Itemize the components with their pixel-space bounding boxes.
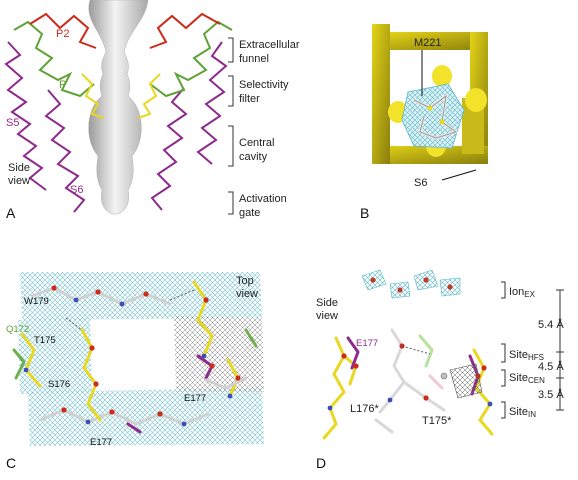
panel-letter-d: D xyxy=(316,455,326,471)
p-loop-left xyxy=(13,20,95,98)
region-bracket-filter: Selectivity filter xyxy=(228,75,289,107)
s6-rod-top xyxy=(386,32,488,50)
distance-cen-in: 3.5 Å xyxy=(538,388,564,401)
label-p: P xyxy=(59,79,66,91)
svg-text:cavity: cavity xyxy=(239,151,268,163)
panel-letter-c: C xyxy=(6,455,16,471)
svg-text:gate: gate xyxy=(239,207,260,219)
filter-right xyxy=(137,73,161,119)
distance-scale xyxy=(556,289,564,411)
label-top-view: Top xyxy=(236,275,254,287)
label-side-view-a: Side xyxy=(8,162,30,174)
panel-b: M221 S6 B xyxy=(360,24,488,221)
filter-left xyxy=(81,73,105,119)
svg-text:Central: Central xyxy=(239,137,274,149)
region-bracket-gate: Activation gate xyxy=(228,191,287,219)
panel-d: Side view E177 L176* T175* IonEX SiteHFS… xyxy=(316,269,564,471)
svg-text:Activation: Activation xyxy=(239,193,287,205)
label-t175: T175 xyxy=(34,335,56,346)
label-e177-d: E177 xyxy=(356,338,378,349)
svg-text:Selectivity: Selectivity xyxy=(239,79,289,91)
turret-right xyxy=(149,12,221,49)
svg-text:SiteIN: SiteIN xyxy=(509,406,536,419)
label-side-view-d: Side xyxy=(316,297,338,309)
turret-left xyxy=(29,12,97,49)
svg-text:funnel: funnel xyxy=(239,53,269,65)
s6-helix-left xyxy=(44,89,86,213)
s5-helix-left xyxy=(4,41,47,191)
label-p2: P2 xyxy=(56,28,69,40)
svg-text:SiteHFS: SiteHFS xyxy=(509,349,544,362)
s6-helix-right xyxy=(150,87,188,211)
label-t175-d: T175* xyxy=(422,415,452,427)
label-e177-bottom: E177 xyxy=(90,437,112,448)
label-side-view-d-2: view xyxy=(316,310,338,322)
label-s6: S6 xyxy=(70,184,83,196)
svg-text:filter: filter xyxy=(239,93,260,105)
svg-text:SiteCEN: SiteCEN xyxy=(509,372,545,385)
distance-ex-hfs: 5.4 Å xyxy=(538,318,564,331)
density-right xyxy=(174,316,264,392)
label-e177-right: E177 xyxy=(184,393,206,404)
density-left xyxy=(18,318,92,394)
panel-letter-b: B xyxy=(360,205,369,221)
panel-letter-a: A xyxy=(6,205,16,221)
distance-hfs-cen: 4.5 Å xyxy=(538,360,564,373)
label-q172: Q172 xyxy=(6,324,29,335)
p-loop-right xyxy=(149,20,233,98)
pore-surface xyxy=(88,0,149,215)
region-bracket-funnel: Extracellular funnel xyxy=(228,37,300,65)
label-side-view-a-2: view xyxy=(8,175,30,187)
s5-helix-right xyxy=(196,41,228,165)
site-bracket-cen: SiteCEN xyxy=(501,369,545,387)
s6-rod-bottom xyxy=(372,146,488,164)
label-s176: S176 xyxy=(48,379,70,390)
site-bracket-in: SiteIN xyxy=(501,401,536,419)
site-bracket-ion-ex: IonEX xyxy=(501,281,536,299)
leader-s6-b xyxy=(441,169,477,181)
site-bracket-hfs: SiteHFS xyxy=(501,343,544,363)
extracellular-ions xyxy=(361,269,461,299)
label-l176: L176* xyxy=(350,403,379,415)
label-s6-b: S6 xyxy=(414,177,427,189)
s6-rod-left xyxy=(372,24,390,164)
svg-text:Extracellular: Extracellular xyxy=(239,39,300,51)
region-bracket-cavity: Central cavity xyxy=(228,125,274,167)
panel-a: P2 P S5 S6 Side view Extracellular funne… xyxy=(4,0,300,221)
label-w179: W179 xyxy=(24,296,49,307)
panel-c: Top view W179 Q172 T175 S176 E177 E177 C xyxy=(6,272,264,471)
site-cen-density xyxy=(449,363,483,399)
label-m221: M221 xyxy=(414,37,442,49)
svg-text:IonEX: IonEX xyxy=(509,286,536,299)
label-top-view-2: view xyxy=(236,288,258,300)
label-s5: S5 xyxy=(6,117,19,129)
